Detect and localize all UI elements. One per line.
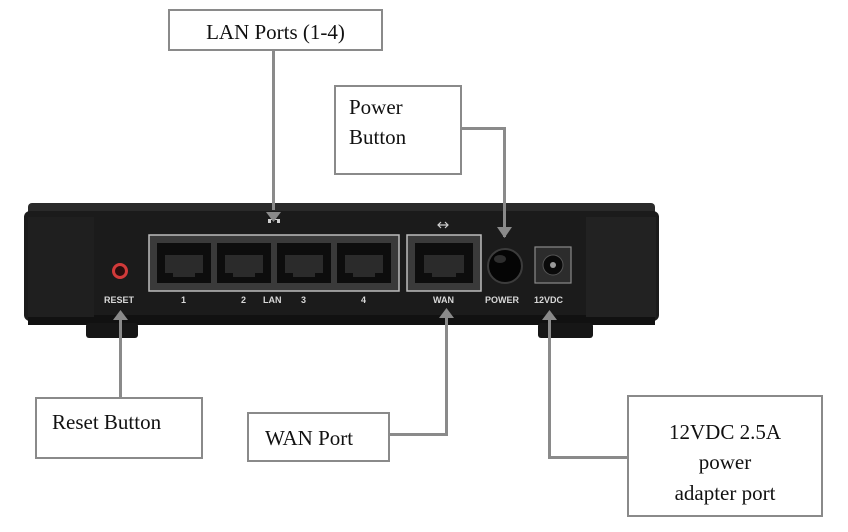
arrow-lan bbox=[266, 212, 281, 222]
lan-port-number-2: 2 bbox=[241, 295, 246, 305]
callout-lan-ports-text: LAN Ports (1-4) bbox=[206, 20, 345, 44]
power-label: POWER bbox=[485, 295, 520, 305]
callout-dc-line3: adapter port bbox=[674, 480, 776, 505]
lan-port-number-3: 3 bbox=[301, 295, 306, 305]
router-rear-panel: RESET 1 2 LAN 3 4 WAN POWER bbox=[24, 203, 659, 338]
lan-port-3 bbox=[277, 243, 331, 283]
lan-port-2 bbox=[217, 243, 271, 283]
reset-label: RESET bbox=[104, 295, 135, 305]
lan-port-4 bbox=[337, 243, 391, 283]
power-button-highlight bbox=[494, 255, 506, 263]
callout-reset-text: Reset Button bbox=[52, 410, 162, 434]
leader-power-v bbox=[503, 127, 506, 237]
lan-port-1 bbox=[157, 243, 211, 283]
callout-dc-line1: 12VDC 2.5A bbox=[668, 420, 781, 444]
callout-lan-ports: LAN Ports (1-4) bbox=[168, 9, 383, 51]
leader-lan bbox=[272, 50, 275, 210]
callout-wan-text: WAN Port bbox=[265, 426, 354, 450]
callout-power-line1: Power bbox=[349, 95, 403, 119]
callout-power-button: Power Button bbox=[334, 85, 462, 175]
callout-reset-button: Reset Button bbox=[35, 397, 203, 459]
wan-label: WAN bbox=[433, 295, 454, 305]
leader-wan-h bbox=[388, 433, 448, 436]
arrow-dc bbox=[542, 310, 557, 320]
arrow-reset bbox=[113, 310, 128, 320]
wan-port bbox=[415, 243, 473, 283]
dc-label: 12VDC bbox=[534, 295, 564, 305]
arrow-power bbox=[497, 227, 512, 238]
left-foot bbox=[86, 323, 138, 338]
leader-dc-h bbox=[548, 456, 628, 459]
dc-jack-pin bbox=[550, 262, 556, 268]
callout-dc-line2: power bbox=[698, 450, 752, 475]
callout-power-line2: Button bbox=[349, 125, 407, 150]
lan-port-number-1: 1 bbox=[181, 295, 186, 305]
right-foot bbox=[538, 323, 593, 338]
lan-label: LAN bbox=[263, 295, 282, 305]
leader-dc-v bbox=[548, 318, 551, 458]
lan-port-number-4: 4 bbox=[361, 295, 366, 305]
callout-dc-port: 12VDC 2.5A power adapter port bbox=[627, 395, 823, 517]
arrow-wan bbox=[439, 308, 454, 318]
leader-power-h bbox=[461, 127, 506, 130]
right-end-cap bbox=[586, 217, 656, 317]
chassis-bottom-trim bbox=[28, 315, 655, 325]
leader-reset bbox=[119, 318, 122, 400]
left-end-cap bbox=[28, 217, 94, 317]
leader-wan-v bbox=[445, 316, 448, 436]
callout-wan-port: WAN Port bbox=[247, 412, 390, 462]
reset-button-icon bbox=[112, 263, 128, 279]
wan-icon bbox=[437, 221, 449, 229]
